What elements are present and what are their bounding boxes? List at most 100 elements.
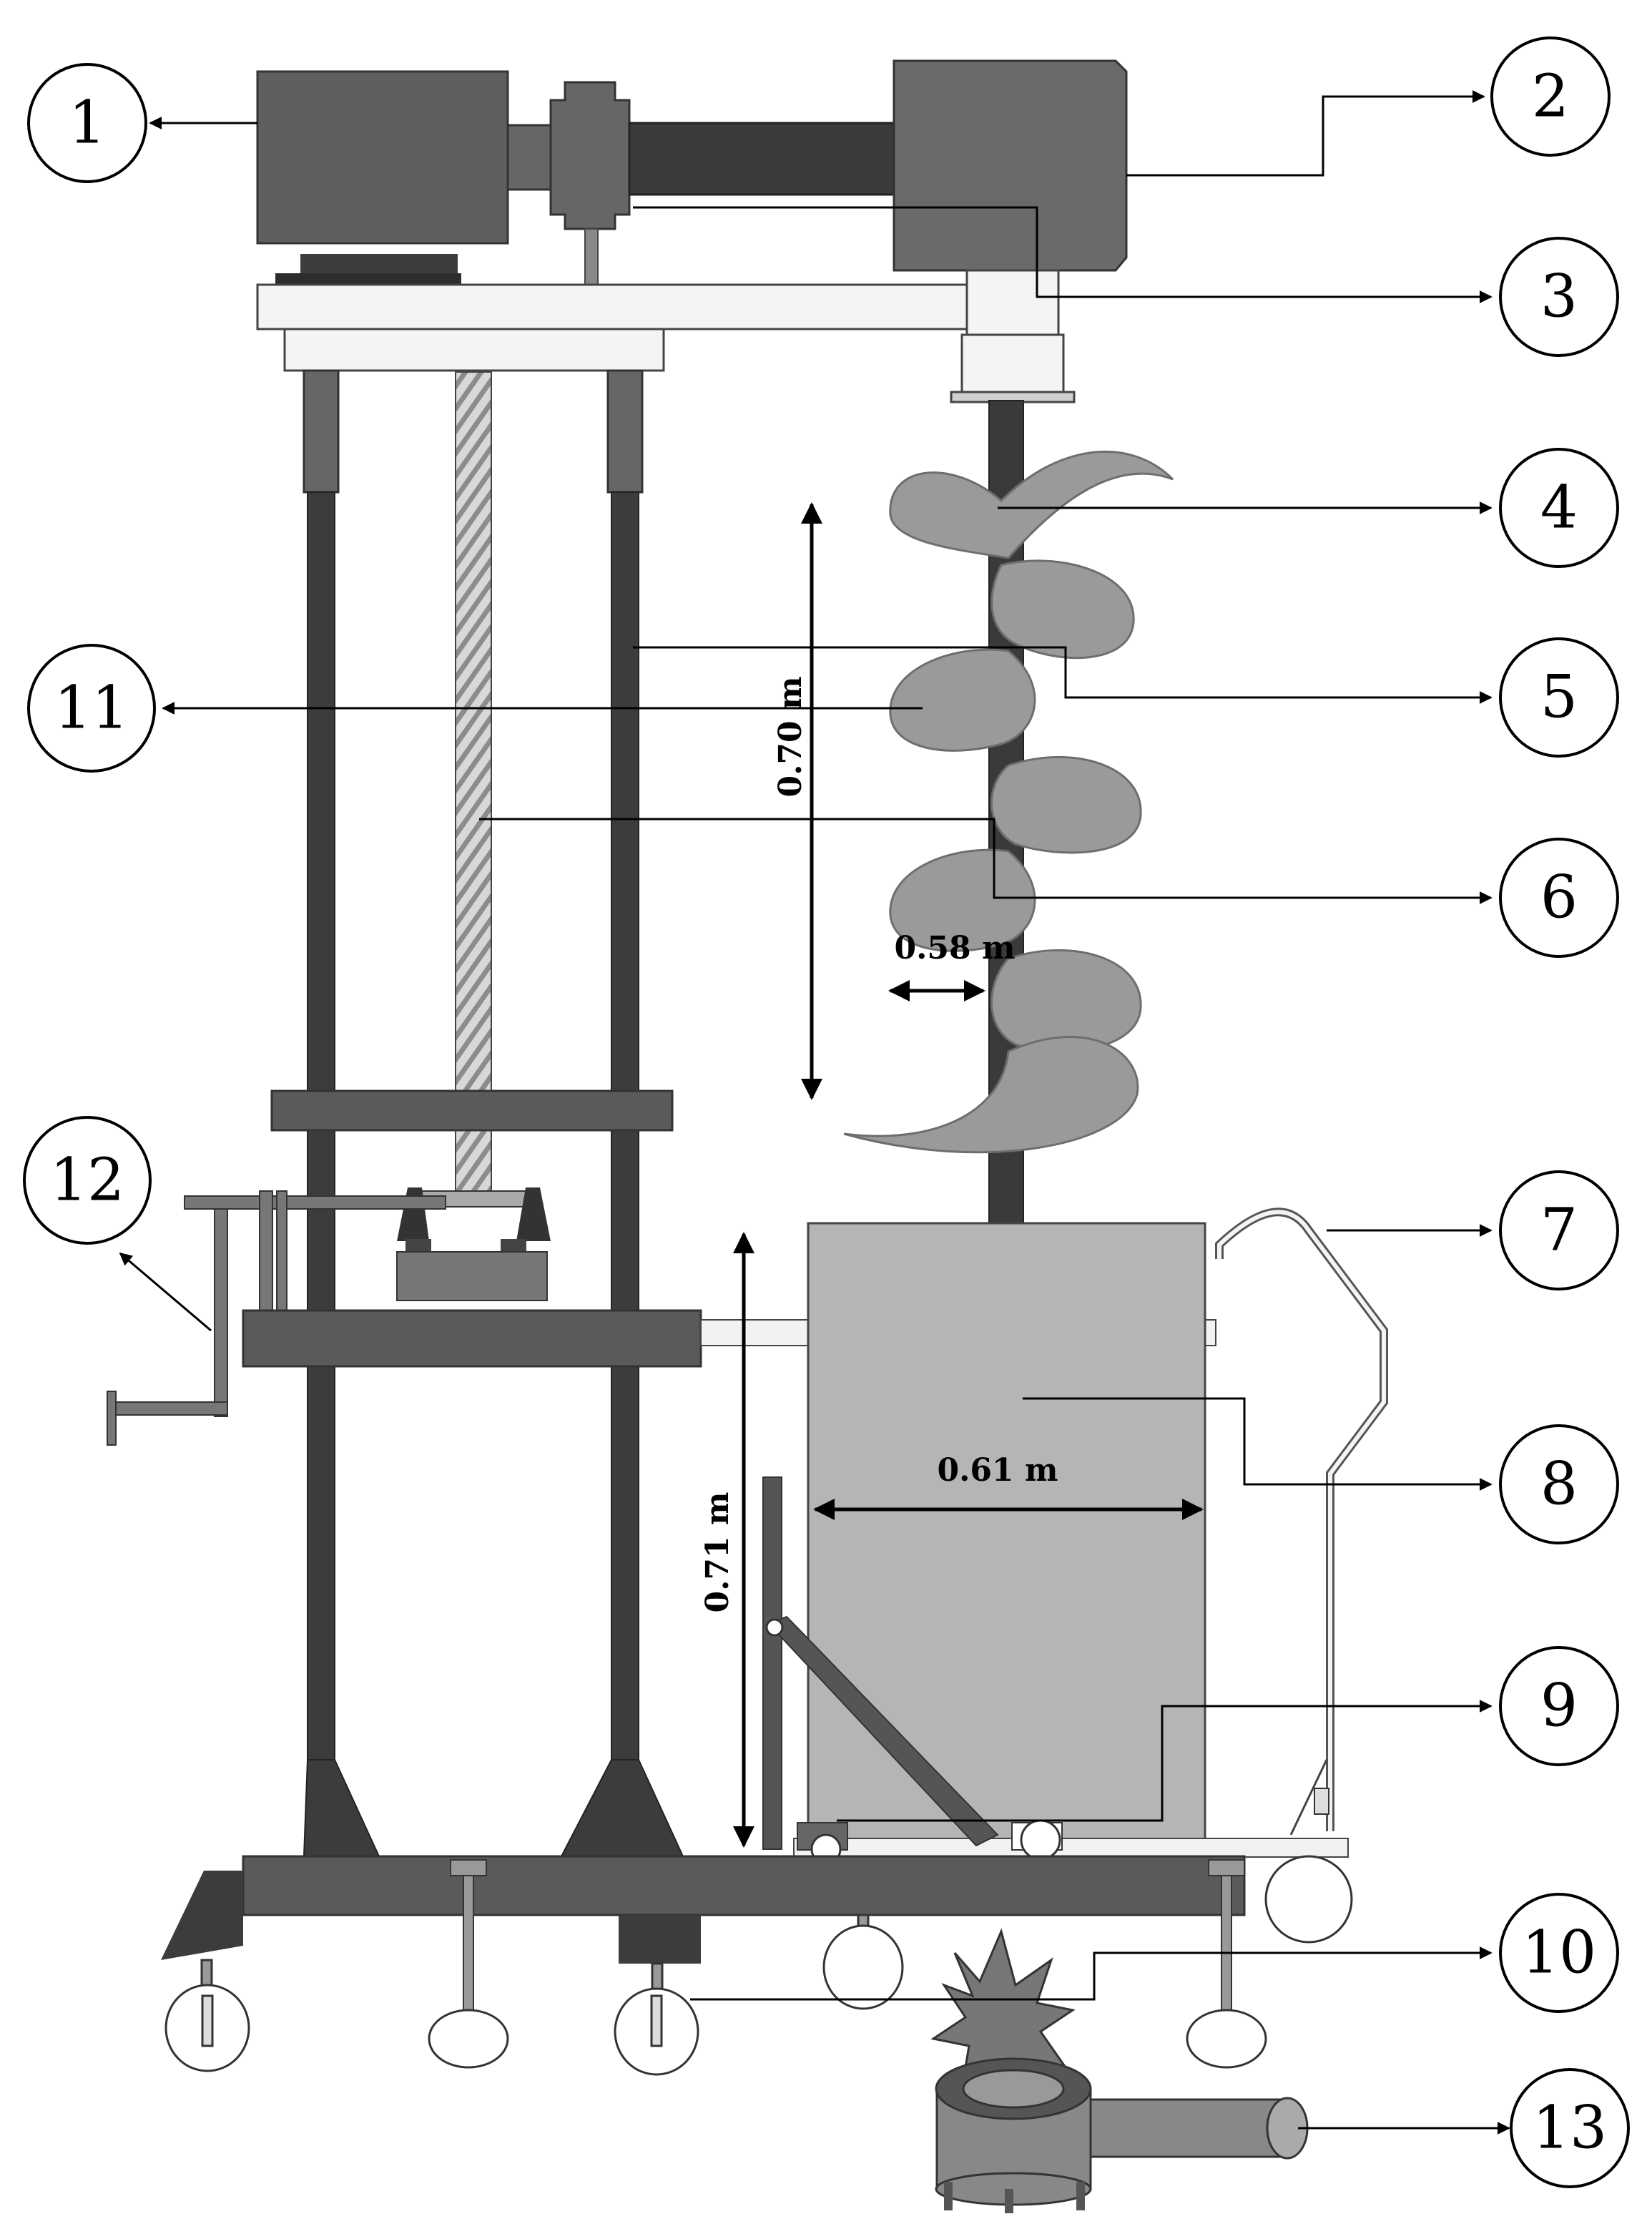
auger-flight — [990, 559, 1135, 660]
base-frame — [242, 1855, 1246, 1916]
callout-2: 2 — [1490, 36, 1611, 157]
leader-line-10 — [690, 1946, 1493, 2001]
caster-wheel — [822, 1924, 904, 2010]
handle-brace — [1289, 1759, 1328, 1836]
handle-clip — [1314, 1788, 1329, 1815]
leader-line-2 — [1126, 90, 1485, 177]
leveling-foot — [1221, 1875, 1232, 2012]
base-left-bracket — [161, 1871, 243, 1960]
callout-8: 8 — [1499, 1424, 1619, 1544]
callout-7: 7 — [1499, 1170, 1619, 1290]
callout-9-label: 9 — [1540, 1672, 1578, 1740]
lever-post — [762, 1476, 782, 1850]
leveling-foot — [1208, 1859, 1245, 1876]
callout-1-label: 1 — [69, 89, 106, 157]
left-column-foot — [303, 1759, 380, 1857]
caster-wheel — [1186, 2009, 1267, 2069]
horizontal-drive-shaft — [628, 122, 895, 196]
crank-grip — [107, 1391, 117, 1446]
soil-bin — [807, 1222, 1206, 1847]
tilt-lever — [767, 1615, 999, 1847]
right-column — [611, 491, 639, 1859]
callout-5-label: 5 — [1540, 664, 1578, 732]
auger-flights — [843, 450, 1174, 1154]
bin-height-label: 0.71 m — [699, 1491, 736, 1612]
lead-screw — [455, 371, 492, 1195]
motor-mount — [300, 254, 458, 275]
clamp-body — [396, 1251, 548, 1301]
bearing-housing — [965, 269, 1060, 336]
trolley-handle-inner — [1217, 1210, 1386, 1831]
gearbox — [893, 59, 1128, 272]
motor-mount-base — [275, 273, 461, 286]
callout-5: 5 — [1499, 637, 1619, 758]
screw-clamp — [396, 1187, 551, 1301]
platform-wheel — [1020, 1819, 1061, 1861]
auger-diameter-label: 0.58 m — [894, 930, 1015, 966]
auger-flight — [843, 1036, 1139, 1154]
caster-fork — [201, 1994, 214, 2047]
callout-6: 6 — [1499, 838, 1619, 958]
callout-9: 9 — [1499, 1646, 1619, 1766]
callout-6-label: 6 — [1540, 864, 1578, 932]
clamp-right-jaw — [516, 1187, 551, 1241]
crank-bottom-bar — [107, 1401, 228, 1416]
callout-3: 3 — [1499, 237, 1619, 357]
callout-7-label: 7 — [1540, 1197, 1578, 1265]
leader-line-8 — [1023, 1397, 1493, 1491]
callout-1: 1 — [27, 63, 147, 183]
callout-12: 12 — [23, 1116, 152, 1245]
bearing-housing-lower — [960, 333, 1065, 393]
bin-width-label: 0.61 m — [937, 1452, 1058, 1489]
right-column-foot — [560, 1759, 684, 1857]
drive-shaft-spindle — [584, 228, 599, 287]
callout-13: 13 — [1510, 2068, 1630, 2188]
left-column-top — [303, 369, 340, 494]
caster-wheel — [1264, 1855, 1353, 1944]
crossbar — [270, 1089, 674, 1132]
callout-2-label: 2 — [1532, 63, 1569, 131]
caster-wheel — [428, 2009, 509, 2069]
caster-wheels — [164, 1855, 1353, 2076]
clamp-left-pad — [405, 1239, 431, 1252]
callout-12-label: 12 — [50, 1147, 124, 1215]
right-column-top — [606, 369, 644, 494]
leader-line-12 — [119, 1252, 212, 1332]
callouts: 1 2 3 4 5 6 7 8 — [23, 36, 1630, 2188]
burner — [930, 1928, 1309, 2213]
top-support-beam — [256, 283, 1003, 330]
callout-8-label: 8 — [1540, 1451, 1578, 1519]
callout-13-label: 13 — [1533, 2095, 1607, 2162]
burner-leg — [1005, 2189, 1013, 2213]
leveling-feet — [450, 1859, 1245, 2012]
burner-leg — [1076, 2182, 1085, 2210]
burner-leg — [944, 2182, 953, 2210]
crank-handle — [107, 1190, 446, 1446]
crank-arm — [214, 1208, 228, 1417]
auger-flight — [889, 648, 1036, 752]
leader-line-6 — [479, 818, 1493, 904]
leader-line-9 — [837, 1700, 1493, 1822]
callout-3-label: 3 — [1540, 263, 1578, 331]
callout-10: 10 — [1499, 1893, 1619, 2013]
callout-10-label: 10 — [1522, 1919, 1596, 1987]
lever-pivot — [765, 1618, 784, 1637]
leveling-foot — [463, 1875, 474, 2012]
leader-line-3 — [633, 206, 1493, 303]
callout-11: 11 — [27, 644, 156, 773]
auger-flight — [990, 756, 1142, 854]
trolley-handle — [1215, 1208, 1388, 1831]
trolley-platform — [793, 1838, 1349, 1858]
base-bottom-block — [619, 1915, 701, 1964]
auger — [843, 400, 1174, 1224]
crank-top-bar — [184, 1195, 446, 1210]
callout-4: 4 — [1499, 448, 1619, 568]
lift-carriage-beam — [242, 1309, 702, 1368]
drive-assembly — [256, 59, 1128, 287]
coupling-flange — [549, 81, 631, 230]
burner-ring — [962, 2069, 1065, 2109]
crank-post-right — [276, 1190, 287, 1313]
crank-post-left — [259, 1190, 273, 1313]
caster-fork — [650, 1994, 663, 2047]
